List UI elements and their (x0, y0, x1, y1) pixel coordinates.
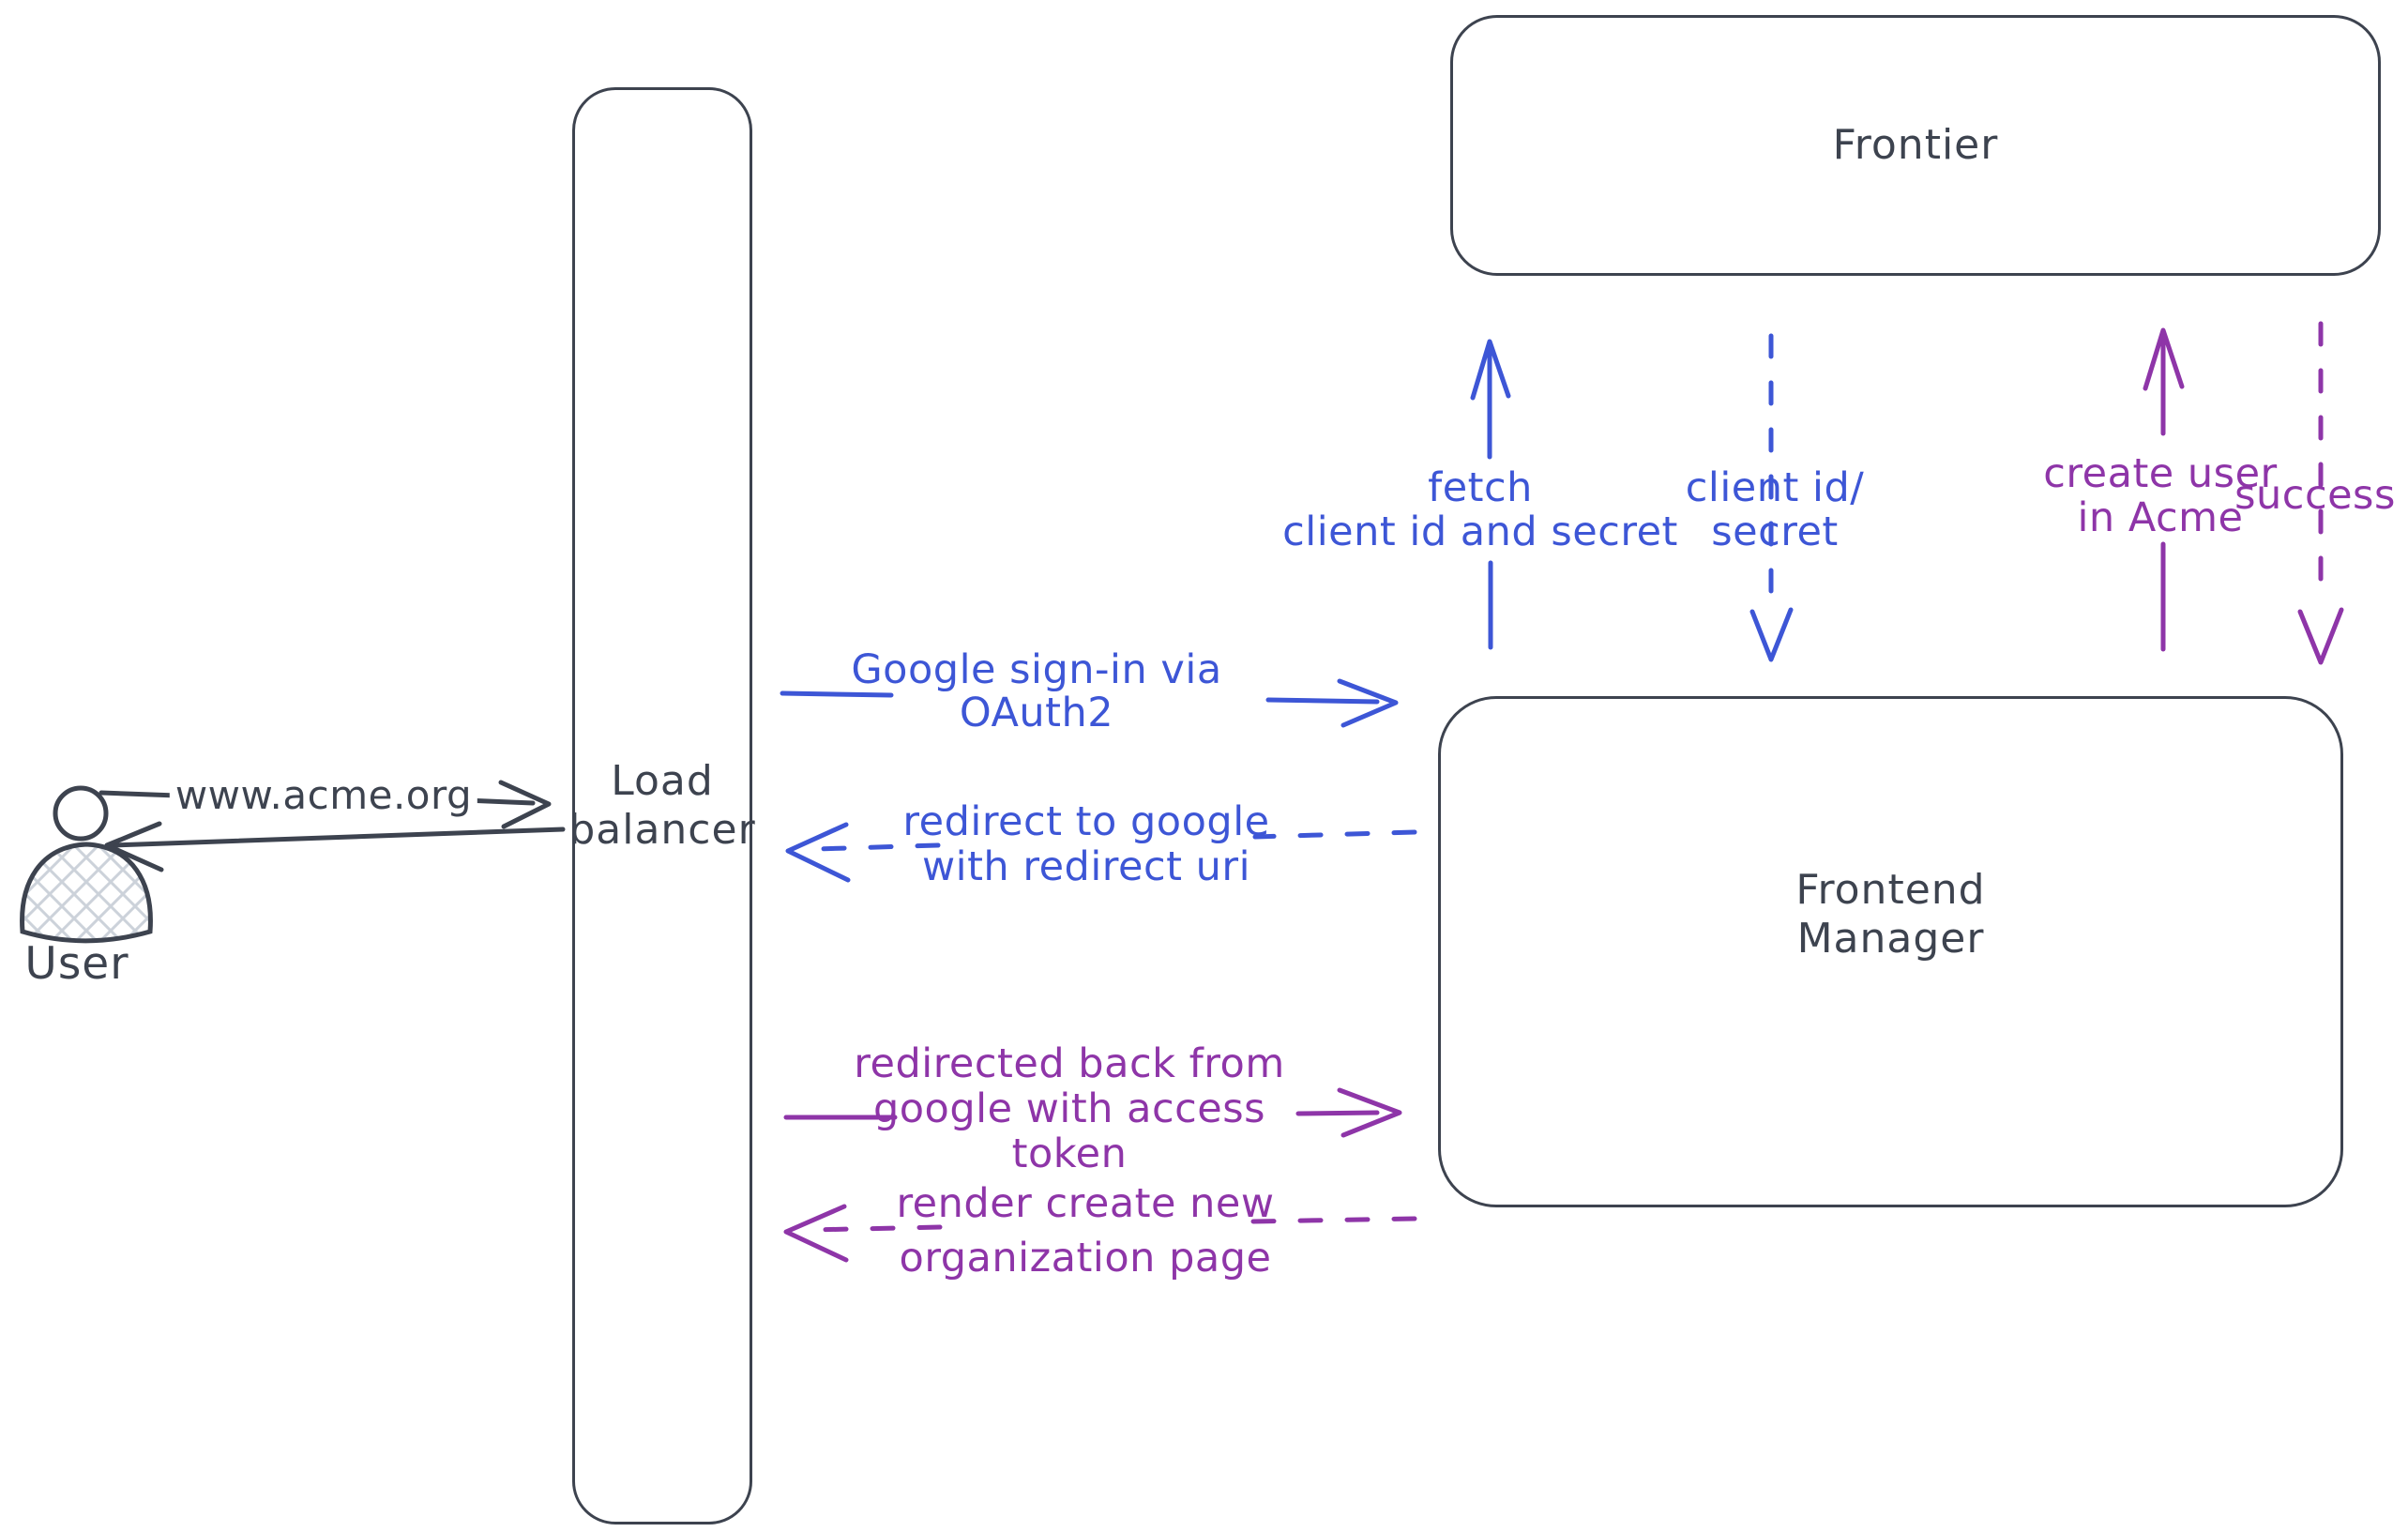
node-frontier: Frontier (1450, 15, 2381, 276)
edge-create-user (2143, 327, 2185, 652)
user-label: User (24, 938, 129, 990)
edge-success (2297, 321, 2344, 665)
fetch-client-label: fetch client id and secret (1282, 464, 1678, 555)
edge-acme-response (104, 821, 566, 872)
client-id-secret-label: client id/ secret (1685, 464, 1865, 555)
frontier-label: Frontier (1832, 121, 1999, 169)
edge-client-id-secret (1749, 333, 1794, 662)
edge-google-signin (780, 678, 1399, 728)
person-icon (20, 785, 153, 944)
redirect-google-label: redirect to google with redirect uri (902, 798, 1270, 890)
create-user-label: create user in Acme (2043, 450, 2278, 541)
person-head (53, 785, 109, 842)
node-load-balancer: Load balancer (568, 87, 755, 1524)
acme-request-label: www.acme.org (169, 773, 478, 817)
redirected-back-label: redirected back from google with access … (854, 1040, 1285, 1177)
edge-render-org-page (783, 1204, 1417, 1263)
success-label: success (2234, 472, 2396, 519)
google-signin-label: Google sign-in via OAuth2 (851, 646, 1222, 736)
render-org-page-label: render create new organization page (896, 1180, 1275, 1282)
frontend-manager-label: Frontend Manager (1795, 865, 1986, 963)
node-frontend-manager: Frontend Manager (1438, 696, 2343, 1207)
user-actor (13, 784, 163, 944)
edge-fetch-client (1470, 339, 1511, 650)
edge-redirect-google (785, 822, 1417, 883)
load-balancer-label: Load balancer (568, 757, 756, 854)
edge-redirected-back (783, 1087, 1402, 1138)
person-body (20, 842, 153, 944)
